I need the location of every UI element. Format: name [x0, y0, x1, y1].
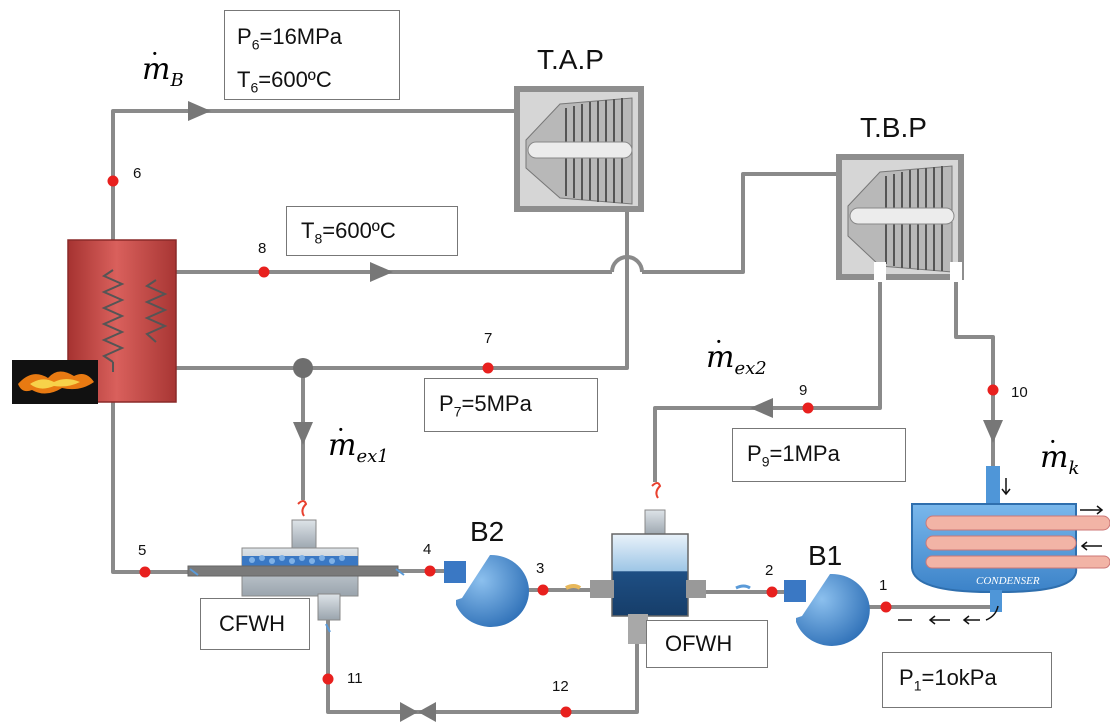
arrow-reheat: [370, 262, 393, 282]
turbine-lp-label: T.B.P: [860, 112, 927, 144]
state-dot-4: [425, 566, 436, 577]
pipe-drain: [328, 618, 637, 712]
state-label-5: 5: [138, 542, 146, 559]
state-dot-6: [108, 176, 119, 187]
condition-box-9: P9=1MPa: [732, 428, 906, 482]
condition-box-6: P6=16MPa T6=600ºC: [224, 10, 400, 100]
state-dot-3: [538, 585, 549, 596]
arrow-extraction-2: [750, 398, 773, 418]
ofwh-label-box: OFWH: [646, 620, 768, 668]
pipe-reheat-2: [642, 174, 838, 272]
state-dot-10: [988, 385, 999, 396]
mass-flow-boiler: ·mB: [142, 52, 184, 91]
flame-icon: [12, 360, 98, 404]
state-dot-2: [767, 587, 778, 598]
state-dot-11: [323, 674, 334, 685]
condenser-label: CONDENSER: [976, 575, 1040, 587]
state-label-6: 6: [133, 165, 141, 182]
condition-box-1: P1=1okPa: [882, 652, 1052, 708]
pipe-lp-exhaust: [956, 282, 993, 468]
state-label-2: 2: [765, 562, 773, 579]
mass-flow-extraction-1: ·mex1: [328, 428, 389, 467]
junction-node: [293, 358, 313, 378]
condition-box-7: P7=5MPa: [424, 378, 598, 432]
state-label-1: 1: [879, 577, 887, 594]
state-label-4: 4: [423, 541, 431, 558]
pump-b2-label: B2: [470, 516, 504, 548]
state-dot-9: [803, 403, 814, 414]
state-label-10: 10: [1011, 384, 1028, 401]
turbine-hp-label: T.A.P: [537, 44, 604, 76]
mass-flow-extraction-2: ·mex2: [706, 340, 767, 379]
cfwh-label-box: CFWH: [200, 598, 310, 650]
state-label-3: 3: [536, 560, 544, 577]
state-dot-8: [259, 267, 270, 278]
state-dot-7: [483, 363, 494, 374]
pump-b2: [444, 555, 529, 627]
arrow-extraction-1: [293, 422, 313, 445]
state-label-12: 12: [552, 678, 569, 695]
cfwh-label: CFWH: [219, 611, 285, 636]
ofwh-label: OFWH: [665, 631, 732, 656]
state-dot-12: [561, 707, 572, 718]
pump-b1: [784, 574, 870, 646]
condenser: CONDENSER: [912, 466, 1110, 612]
state-label-9: 9: [799, 382, 807, 399]
state-dot-5: [140, 567, 151, 578]
state-label-8: 8: [258, 240, 266, 257]
arrow-lp-exhaust: [983, 420, 1003, 443]
turbine-hp: [514, 86, 644, 212]
throttle-valve-icon: [400, 702, 436, 722]
state-label-11: 11: [347, 670, 363, 687]
mass-flow-condenser: ·mk: [1040, 440, 1079, 479]
state-label-7: 7: [484, 330, 492, 347]
turbine-lp: [836, 154, 964, 282]
pump-b1-label: B1: [808, 540, 842, 572]
condition-box-8: T8=600ºC: [286, 206, 458, 256]
state-dot-1: [881, 602, 892, 613]
arrow-main-steam: [188, 101, 211, 121]
